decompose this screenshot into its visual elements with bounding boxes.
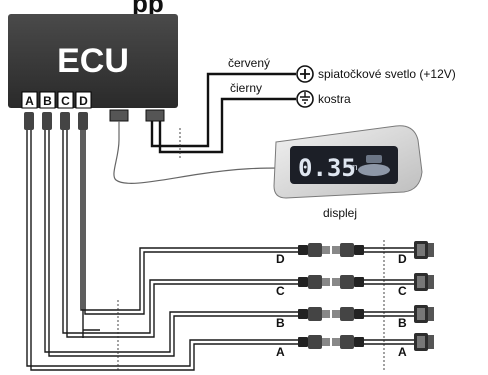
car-silhouette-icon [358, 155, 390, 176]
ecu-port-a: A [25, 94, 34, 108]
ground-icon [296, 90, 314, 108]
black-wire [158, 97, 296, 154]
reverse-light-label: spiatočkové svetlo (+12V) [318, 67, 456, 81]
cable-a [26, 130, 298, 367]
cable-c [62, 130, 298, 334]
sensor-label-b-right: B [398, 316, 407, 330]
sensor-label-b-left: B [276, 316, 285, 330]
cable-b-return [48, 130, 298, 357]
ecu-port-d: D [79, 94, 88, 108]
display-readout: 0.35 [298, 154, 356, 182]
positive-terminal-icon [296, 65, 314, 83]
red-wire-label: červený [228, 56, 270, 70]
ground-label: kostra [318, 92, 351, 106]
cable-d-tail [82, 130, 100, 338]
distance-display: 0.35 m [273, 125, 423, 199]
ecu-power-socket [145, 109, 165, 122]
cable-d-return [84, 130, 298, 315]
sensor-label-c-left: C [276, 284, 285, 298]
sensor-label-a-right: A [398, 345, 407, 359]
sensor-row-c [298, 273, 434, 291]
cable-a-return [30, 130, 298, 371]
sensor-label-a-left: A [276, 345, 285, 359]
display-unit: m [350, 162, 358, 172]
display-cable [113, 121, 283, 184]
title-fragment: pp [132, 0, 164, 18]
ecu-port-c: C [61, 94, 70, 108]
ecu-port-b: B [43, 94, 52, 108]
ecu-display-socket [109, 109, 129, 122]
ecu-port-connectors [24, 112, 88, 130]
ecu-unit: ECU A B C D [8, 14, 178, 122]
sensor-label-d-left: D [276, 252, 285, 266]
black-wire-label: čierny [230, 81, 262, 95]
ecu-label: ECU [57, 42, 129, 80]
sensor-label-c-right: C [398, 284, 407, 298]
sensor-row-d [298, 241, 434, 259]
sensor-row-a [298, 333, 434, 351]
ecu-body [8, 14, 178, 108]
cable-b [44, 130, 298, 353]
cable-c-return [66, 130, 298, 338]
sensor-label-d-right: D [398, 252, 407, 266]
cable-d [80, 130, 298, 311]
ecu-port-labels: A B C D [21, 91, 92, 109]
display-caption: displej [323, 206, 357, 220]
red-wire [150, 72, 296, 148]
sensor-row-b [298, 305, 434, 323]
